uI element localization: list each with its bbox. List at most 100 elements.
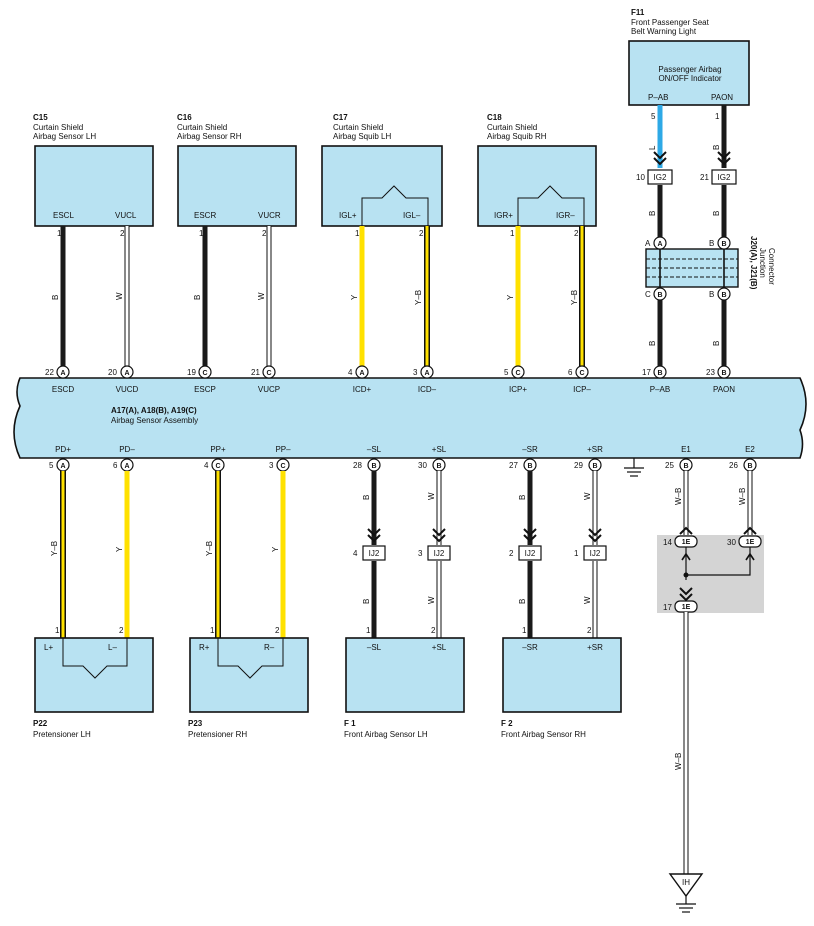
c18-name-2: Airbag Squib RH [487, 132, 547, 141]
c15-terminal-2: VUCL [115, 211, 137, 220]
jc-pin-c-num: C [645, 290, 651, 299]
ij2-box-3 [518, 545, 542, 561]
f1-name: Front Airbag Sensor LH [344, 730, 428, 739]
svg-text:ICD+: ICD+ [353, 385, 372, 394]
ij2-chevron-1-icon [367, 528, 381, 543]
svg-text:23: 23 [706, 368, 715, 377]
svg-text:B: B [371, 463, 376, 470]
p23-code: P23 [188, 719, 203, 728]
wc-e-1: W–B [738, 488, 747, 505]
splice-arrow-right-icon [745, 552, 755, 561]
pin-c17-2: 2 [419, 229, 424, 238]
pin-c16-2: 2 [262, 229, 267, 238]
ij2-label-2: IJ2 [434, 549, 445, 558]
svg-text:27: 27 [509, 461, 518, 470]
p23-terminal-2: R– [264, 643, 275, 652]
wc-bottom-3: Y [271, 546, 280, 552]
component-c16: C16 Curtain Shield Airbag Sensor RH ESCR… [177, 113, 297, 227]
f1-box [345, 637, 465, 713]
svg-text:5: 5 [49, 461, 54, 470]
svg-text:ICD–: ICD– [418, 385, 437, 394]
svg-text:A: A [60, 463, 65, 470]
ig2-connectors: IG2 IG2 10 21 [636, 151, 737, 185]
wc-f11-b-1: B [712, 211, 721, 216]
svg-text:B: B [747, 463, 752, 470]
f1-code: F 1 [344, 719, 356, 728]
c17-squib-symbol [361, 185, 429, 226]
wc-sl-lower-3: W [583, 596, 592, 604]
svg-text:+SL: +SL [432, 445, 447, 454]
c15-terminal-1: ESCL [53, 211, 74, 220]
svg-text:20: 20 [108, 368, 117, 377]
c16-terminal-2: VUCR [258, 211, 281, 220]
p22-terminal-2: L– [108, 643, 117, 652]
component-f2: 1 2 –SR +SR F 2 Front Airbag Sensor RH [501, 626, 622, 739]
ij2-label-4: IJ2 [590, 549, 601, 558]
pin-f2-1: 1 [522, 626, 527, 635]
svg-text:19: 19 [187, 368, 196, 377]
svg-text:E1: E1 [681, 445, 691, 454]
wc-top-4: Y [350, 294, 359, 300]
top-wires [60, 105, 727, 367]
p23-terminal-1: R+ [199, 643, 210, 652]
chassis-ground-icon [624, 458, 644, 477]
pin-f1-1: 1 [366, 626, 371, 635]
p22-box [34, 637, 154, 713]
svg-text:17: 17 [642, 368, 651, 377]
airbag-sensor-assembly: A17(A), A18(B), A19(C) Airbag Sensor Ass… [13, 377, 807, 459]
wc-f11-a-1: B [712, 145, 721, 150]
svg-text:22: 22 [45, 368, 54, 377]
c17-terminal-1: IGL+ [339, 211, 357, 220]
e1-splice-bg [657, 535, 764, 613]
bottom-wires [60, 471, 753, 638]
svg-text:6: 6 [113, 461, 118, 470]
f11-name-1: Front Passenger Seat [631, 18, 710, 27]
bottom-wire-color-labels: Y–B Y Y–B Y B W B W B W B W W–B W–B W–B [50, 488, 747, 770]
c18-terminal-1: IGR+ [494, 211, 513, 220]
svg-text:B: B [592, 463, 597, 470]
svg-text:6: 6 [568, 368, 573, 377]
svg-text:ESCP: ESCP [194, 385, 216, 394]
c18-name-1: Curtain Shield [487, 123, 537, 132]
ij2-pin-4: 1 [574, 549, 579, 558]
wc-sl-lower-0: B [362, 599, 371, 604]
pin-c15-1: 1 [57, 229, 62, 238]
svg-text:3: 3 [269, 461, 274, 470]
pin-c18-2: 2 [574, 229, 579, 238]
svg-text:3: 3 [413, 368, 418, 377]
jc-pin-d-letter: B [721, 292, 726, 299]
svg-text:B: B [436, 463, 441, 470]
pin-f11-1: 5 [651, 112, 656, 121]
svg-text:5: 5 [504, 368, 509, 377]
wc-f11-b-0: B [648, 211, 657, 216]
f11-box [628, 40, 750, 106]
component-f1: 1 2 –SL +SL F 1 Front Airbag Sensor LH [344, 626, 465, 739]
e1-chevron-up-icon [679, 526, 693, 535]
jc-pin-d [717, 287, 731, 301]
wc-sl-lower-1: W [427, 596, 436, 604]
c16-terminal-1: ESCR [194, 211, 216, 220]
svg-text:B: B [657, 370, 662, 377]
svg-text:–SL: –SL [367, 445, 382, 454]
svg-text:PAON: PAON [713, 385, 735, 394]
wc-sl-3: W [583, 492, 592, 500]
ig2-label-left: IG2 [654, 173, 667, 182]
ij2-box-4 [583, 545, 607, 561]
c18-squib-symbol [517, 185, 585, 226]
ig2-pin-left: 10 [636, 173, 645, 182]
wc-e-0: W–B [674, 488, 683, 505]
f11-terminal-1: P–AB [648, 93, 668, 102]
ij2-chevron-3-icon [523, 528, 537, 543]
c16-code: C16 [177, 113, 192, 122]
abot-1: PD–A6 [113, 445, 135, 472]
e1-pin-17: 17 [663, 603, 672, 612]
